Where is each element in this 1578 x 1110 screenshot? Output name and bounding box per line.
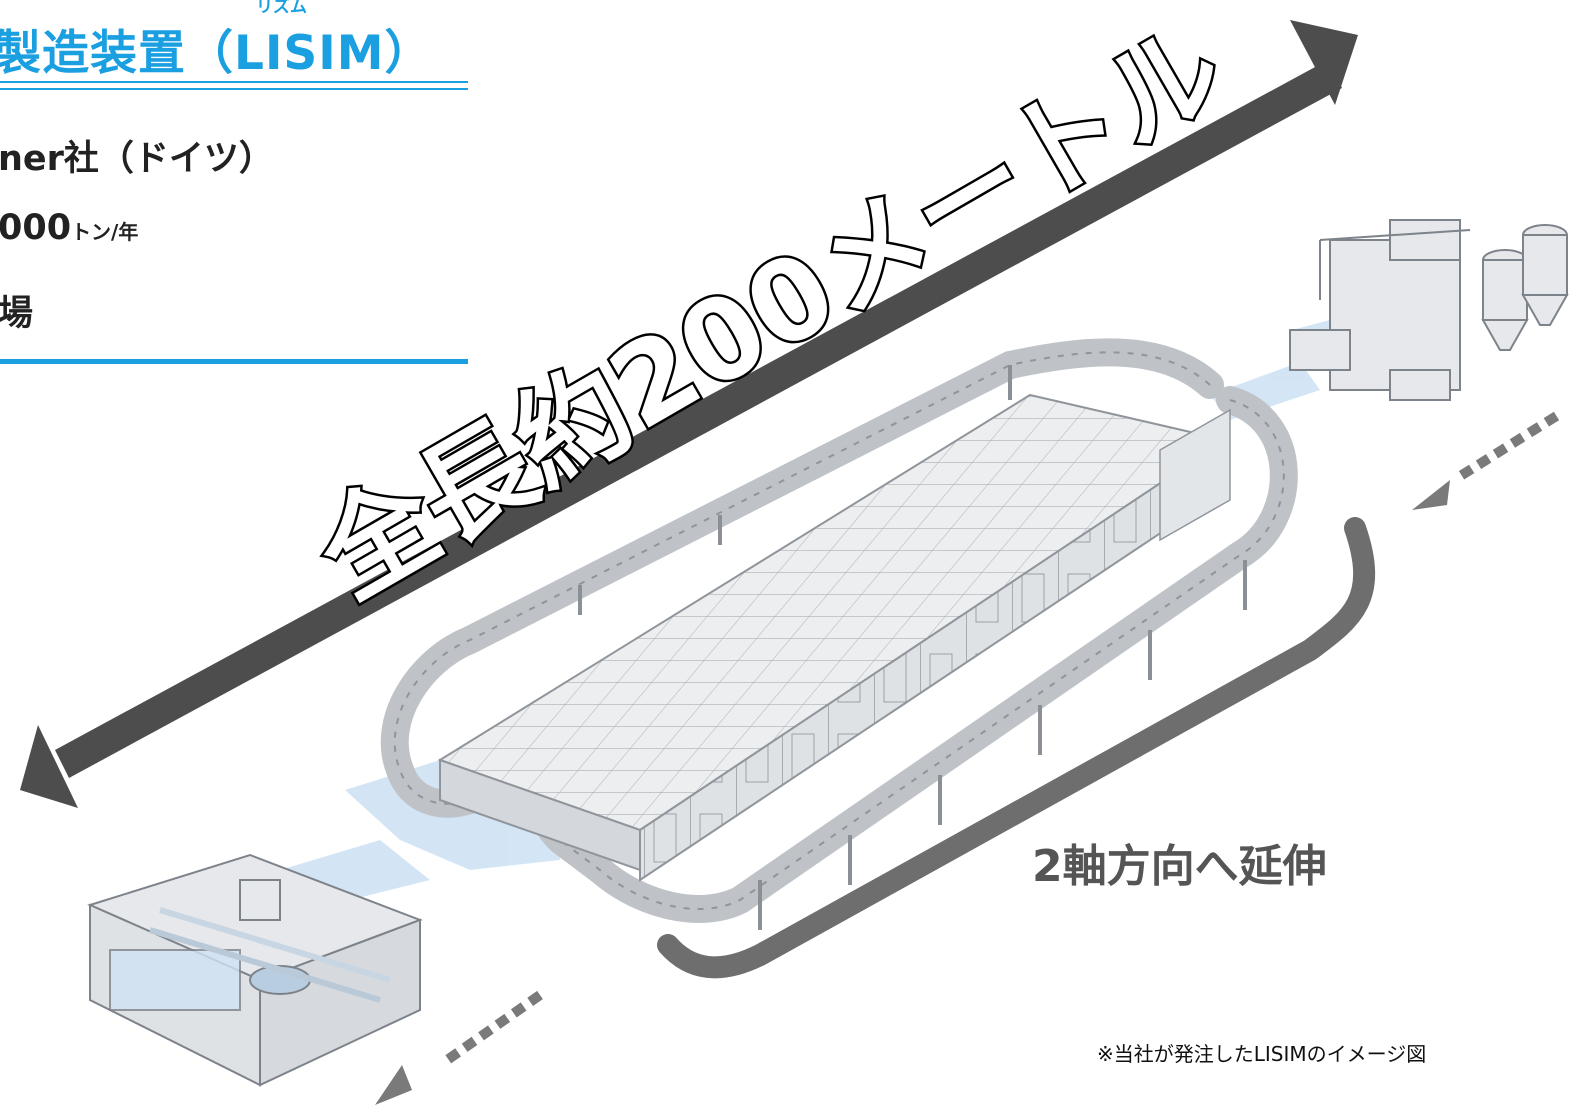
winder-machine-graphic	[87, 853, 423, 1087]
extruder-machine-graphic	[1289, 219, 1569, 401]
double-headed-arrow-icon	[20, 20, 1358, 808]
stretch-label: 2軸方向へ延伸	[1032, 841, 1327, 892]
spec-capacity-value: 000	[0, 208, 72, 248]
oven-building-graphic	[437, 393, 1231, 882]
dotted-arrow-icon	[1412, 411, 1560, 510]
curved-bracket-icon	[657, 517, 1376, 979]
title-divider	[0, 88, 468, 90]
spec-maker: ner社（ドイツ）	[0, 139, 274, 179]
page-title: 製造装置（LISIM）	[0, 26, 433, 81]
dotted-arrow-icon	[375, 990, 543, 1105]
spec-divider	[0, 359, 468, 364]
support-legs-graphic	[578, 365, 1247, 930]
title-ruby-text: リズム	[256, 0, 307, 17]
image-footnote: ※当社が発注したLISIMのイメージ図	[1097, 1042, 1427, 1066]
spec-capacity: 000トン/年	[0, 208, 138, 248]
spec-site: 場	[0, 294, 34, 334]
spec-capacity-unit: トン/年	[71, 220, 139, 244]
title-divider	[0, 81, 468, 83]
